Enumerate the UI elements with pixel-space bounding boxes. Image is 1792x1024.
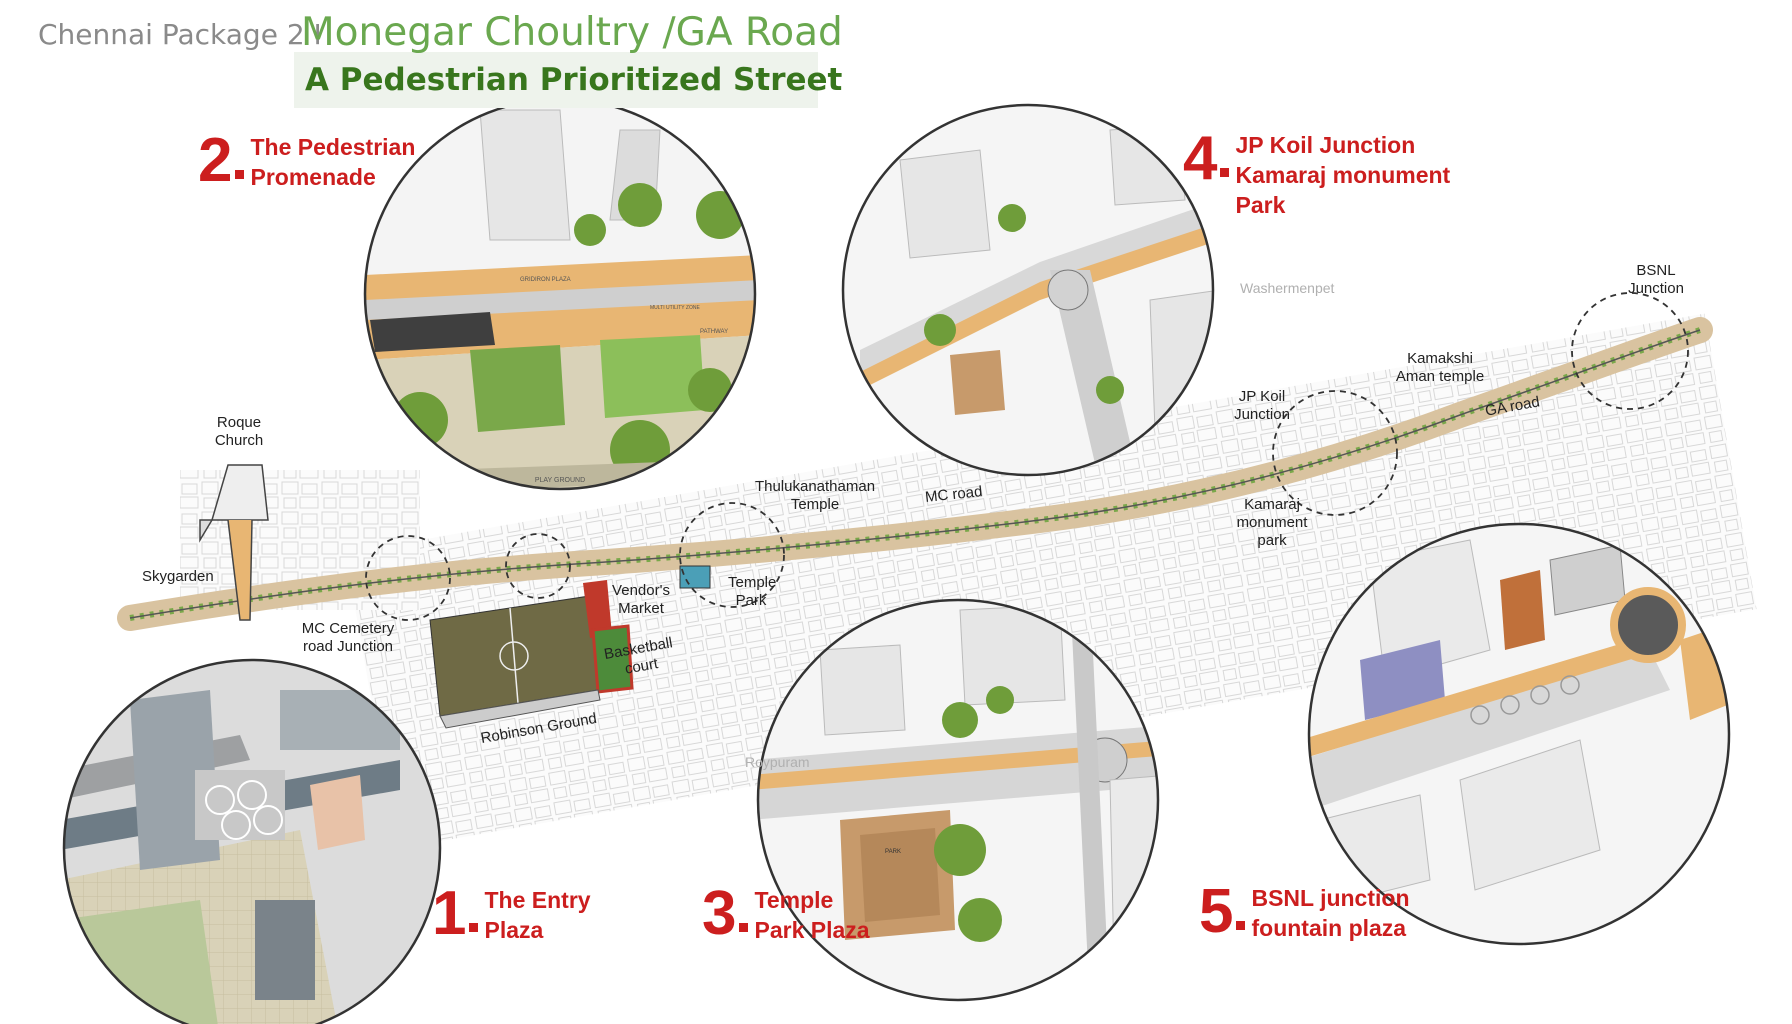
label-skygarden: Skygarden xyxy=(142,568,214,585)
callout-line: Park xyxy=(1235,192,1286,218)
callout-dot xyxy=(235,170,245,179)
detail-label-multi-utility: MULTI UTILITY ZONE xyxy=(650,305,700,311)
callout-number: 3 xyxy=(702,879,737,948)
label-jp-koil-junction: JP Koil Junction xyxy=(1234,388,1290,423)
detail-label-park: PARK xyxy=(885,849,901,855)
temple-park-pond xyxy=(679,565,711,589)
callout-bsnl-junction: 5 BSNL junction fountain plaza xyxy=(1199,877,1410,946)
callout-dot xyxy=(1220,168,1230,177)
label-bsnl-junction: BSNL Junction xyxy=(1628,262,1684,297)
callout-line: The Entry xyxy=(484,887,591,913)
callout-number: 2 xyxy=(198,126,233,195)
page-subtitle: A Pedestrian Prioritized Street xyxy=(305,62,843,98)
detail-label-play-ground: PLAY GROUND xyxy=(535,477,585,484)
callout-dot xyxy=(1236,921,1246,930)
page-title: Monegar Choultry /GA Road xyxy=(301,10,843,55)
callout-line: fountain plaza xyxy=(1251,915,1407,941)
callout-number: 4 xyxy=(1183,124,1218,193)
label-roque-church: Roque Church xyxy=(214,414,264,449)
callout-line: BSNL junction xyxy=(1251,885,1410,911)
junction-markers xyxy=(365,292,1689,621)
detail-circle-bsnl-junction xyxy=(1307,522,1731,946)
callout-line: Park Plaza xyxy=(754,917,870,943)
main-corridor xyxy=(117,317,1713,631)
callout-number: 5 xyxy=(1199,877,1234,946)
label-thulukanathaman-temple: Thulukanathaman Temple xyxy=(754,478,876,513)
detail-label-pathway: PATHWAY xyxy=(700,329,728,335)
label-washermenpet: Washermenpet xyxy=(1240,280,1335,296)
detail-circle-jp-koil-junction xyxy=(841,103,1215,477)
roque-church-structure xyxy=(199,464,269,621)
callout-line: Kamaraj monument xyxy=(1235,162,1451,188)
label-mc-cemetery-junction: MC Cemetery road Junction xyxy=(301,620,395,655)
callout-dot xyxy=(469,923,479,932)
label-roypuram: Roypuram xyxy=(745,754,810,770)
callout-line: Temple xyxy=(754,887,834,913)
label-kamakshi-aman-temple: Kamakshi Aman temple xyxy=(1395,350,1485,385)
callout-line: JP Koil Junction xyxy=(1235,132,1416,158)
callout-dot xyxy=(739,923,749,932)
label-temple-park: Temple Park xyxy=(728,574,777,609)
detail-circle-pedestrian-promenade xyxy=(363,97,757,491)
package-label: Chennai Package 2 I xyxy=(38,18,322,51)
callout-line: The Pedestrian xyxy=(250,134,416,160)
callout-line: Plaza xyxy=(484,917,544,943)
callout-number: 1 xyxy=(432,879,467,948)
detail-circle-entry-plaza xyxy=(62,658,442,1024)
label-kamaraj-monument-park: Kamaraj monument park xyxy=(1236,496,1308,549)
callout-line: Promenade xyxy=(250,164,376,190)
robinson-ground-field xyxy=(429,580,634,729)
detail-circle-temple-park-plaza xyxy=(756,598,1160,1002)
subtitle-background xyxy=(294,52,818,108)
detail-label-gridiron-plaza: GRIDIRON PLAZA xyxy=(520,277,571,283)
label-vendors-market: Vendor's Market xyxy=(612,582,670,617)
